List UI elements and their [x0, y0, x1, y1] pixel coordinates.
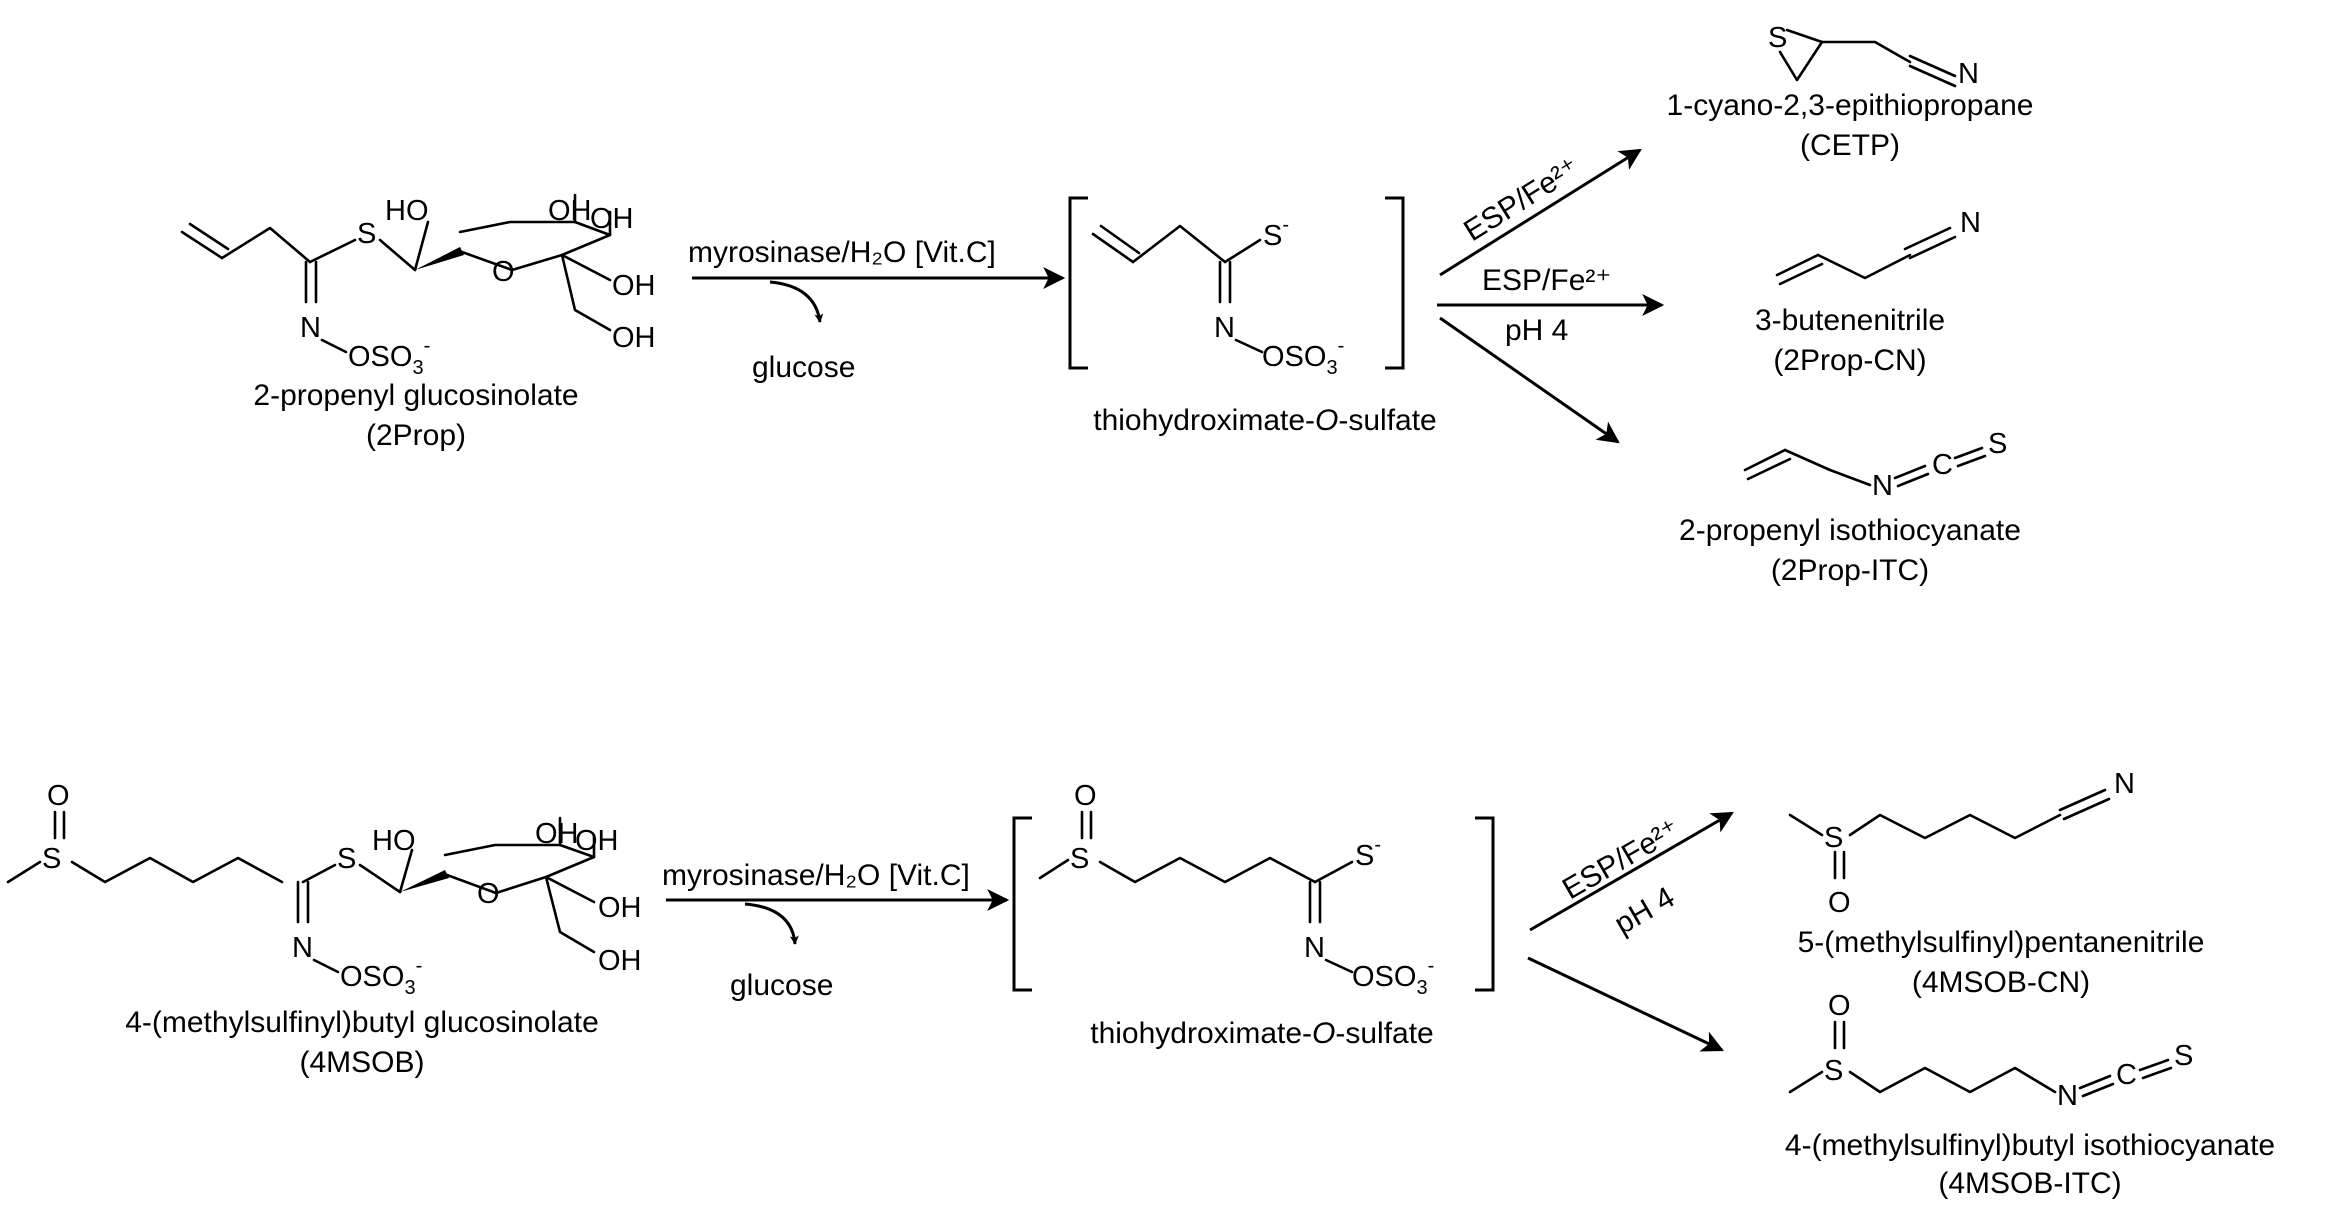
sulfate-label: OSO3-	[348, 335, 430, 379]
imine-n-atom: N	[292, 932, 313, 964]
hydroxyl-label: HO	[372, 825, 416, 857]
pentanenitrile-structure: S O N	[1788, 768, 2135, 919]
branch-arrow	[1529, 811, 1734, 932]
isothiocyanate-c-atom: C	[1932, 449, 1953, 481]
product-abbr: (CETP)	[1800, 129, 1900, 162]
product-abbr: (2Prop-ITC)	[1771, 554, 1929, 587]
sulfoxide-s-atom: S	[42, 843, 61, 875]
substrate-name: 4-(methylsulfinyl)butyl glucosinolate	[125, 1006, 599, 1039]
sulfoxide-o-atom: O	[1074, 780, 1097, 812]
isothiocyanate-structure: N C S	[1743, 428, 2007, 502]
branch-condition: pH 4	[1609, 881, 1680, 941]
byproduct-label: glucose	[752, 351, 855, 384]
branch-arrow	[1439, 316, 1620, 444]
sulfate-label: OSO3-	[1352, 955, 1434, 999]
msob-itc-structure: S O N C S	[1788, 990, 2193, 1112]
ring-o-atom: O	[477, 878, 500, 910]
branch-condition: pH 4	[1505, 314, 1568, 347]
sulfoxide-o-atom: O	[1828, 887, 1851, 919]
substrate-name: 2-propenyl glucosinolate	[253, 379, 578, 412]
thioether-s-atom: S	[357, 218, 376, 250]
isothiocyanate-n-atom: N	[2057, 1080, 2078, 1112]
product-abbr: (4MSOB-ITC)	[1938, 1167, 2121, 1200]
reaction-condition: myrosinase/H₂O [Vit.C]	[662, 859, 970, 892]
isothiocyanate-s-atom: S	[2174, 1040, 2193, 1072]
isothiocyanate-n-atom: N	[1872, 470, 1893, 502]
isothiocyanate-s-atom: S	[1988, 428, 2007, 460]
bottom-substrate-structure: S O N OSO3- S HO O OH OH OH OH	[6, 780, 642, 999]
nitrile-n-atom: N	[2114, 768, 2135, 800]
reaction-condition: myrosinase/H₂O [Vit.C]	[688, 236, 996, 269]
ring-s-atom: S	[1768, 22, 1787, 54]
imine-n-atom: N	[1214, 312, 1235, 344]
branch-arrow	[1527, 956, 1724, 1052]
thiolate-label: S-	[1263, 214, 1289, 252]
cetp-structure: S N	[1768, 22, 1979, 90]
isothiocyanate-c-atom: C	[2116, 1059, 2137, 1091]
hydroxyl-label: OH	[612, 270, 656, 302]
hydroxyl-label: OH	[590, 203, 634, 235]
bottom-intermediate-structure: S O S- N OSO3-	[1012, 780, 1495, 999]
sulfoxide-s-atom: S	[1824, 1055, 1843, 1087]
imine-n-atom: N	[1304, 932, 1325, 964]
product-name: 1-cyano-2,3-epithiopropane	[1667, 89, 2034, 122]
thiolate-label: S-	[1355, 834, 1381, 872]
imine-n-atom: N	[300, 312, 321, 344]
hydroxyl-label: OH	[598, 892, 642, 924]
hydroxyl-label: OH	[535, 818, 579, 850]
product-name: 2-propenyl isothiocyanate	[1679, 514, 2021, 547]
intermediate-name: thiohydroximate-O-sulfate	[1090, 1017, 1434, 1050]
product-name: 3-butenenitrile	[1755, 304, 1945, 337]
intermediate-name: thiohydroximate-O-sulfate	[1093, 404, 1437, 437]
sulfoxide-o-atom: O	[1828, 990, 1851, 1022]
sulfate-label: OSO3-	[1262, 335, 1344, 379]
sulfate-label: OSO3-	[340, 955, 422, 999]
branch-arrow	[1439, 148, 1642, 277]
hydroxyl-label: OH	[612, 322, 656, 354]
thioether-s-atom: S	[337, 843, 356, 875]
sulfoxide-o-atom: O	[47, 780, 70, 812]
top-intermediate-structure: S- N OSO3-	[1068, 196, 1405, 379]
product-abbr: (2Prop-CN)	[1773, 344, 1926, 377]
nitrile-n-atom: N	[1958, 58, 1979, 90]
branch-condition: ESP/Fe²⁺	[1458, 151, 1585, 247]
branch-condition: ESP/Fe²⁺	[1482, 264, 1611, 297]
nitrile-n-atom: N	[1960, 207, 1981, 239]
top-substrate-structure: N OSO3- S HO O OH OH OH OH	[180, 193, 656, 379]
ring-o-atom: O	[492, 256, 515, 288]
byproduct-label: glucose	[730, 969, 833, 1002]
substrate-abbr: (4MSOB)	[299, 1046, 424, 1079]
hydroxyl-label: HO	[385, 195, 429, 227]
sulfoxide-s-atom: S	[1070, 843, 1089, 875]
product-name: 5-(methylsulfinyl)pentanenitrile	[1798, 926, 2205, 959]
hydroxyl-label: OH	[548, 195, 592, 227]
substrate-abbr: (2Prop)	[366, 419, 466, 452]
product-name: 4-(methylsulfinyl)butyl isothiocyanate	[1785, 1129, 2275, 1162]
sulfoxide-s-atom: S	[1824, 822, 1843, 854]
hydroxyl-label: OH	[598, 945, 642, 977]
byproduct-arrow	[744, 902, 799, 945]
hydroxyl-label: OH	[575, 825, 619, 857]
butenenitrile-structure: N	[1775, 207, 1981, 286]
byproduct-arrow	[769, 280, 824, 323]
product-abbr: (4MSOB-CN)	[1912, 966, 2090, 999]
